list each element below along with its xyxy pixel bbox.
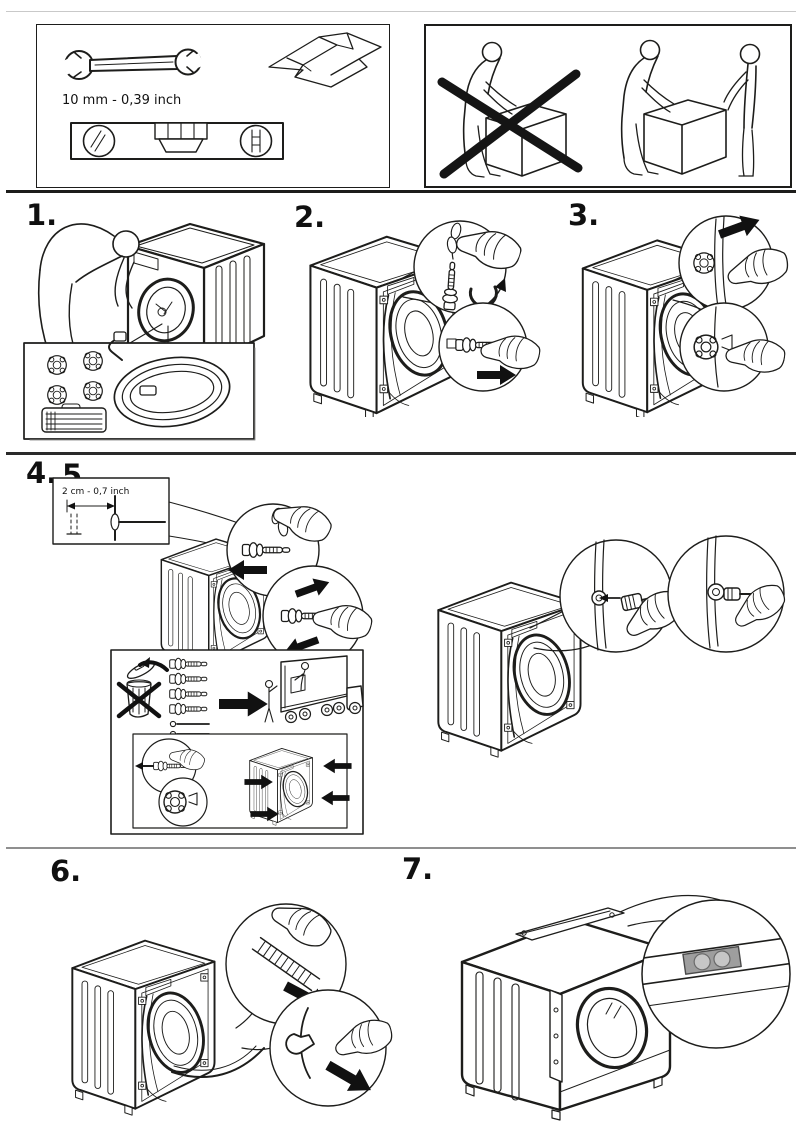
drain-hose-inner — [173, 1045, 257, 1071]
keep-bolts-box — [110, 649, 364, 835]
wrench-size-label: 10 mm - 0,39 inch — [62, 93, 182, 108]
two-person-lift-icon — [620, 39, 761, 177]
tools-panel: 10 mm - 0,39 inch — [36, 24, 390, 188]
step-4-5-illustration: 2 cm - 0,7 inch — [52, 477, 376, 835]
page-top-rule — [6, 11, 796, 12]
section-divider-2 — [6, 452, 796, 455]
step-6-illustration — [70, 892, 397, 1117]
step-4-label: 4. — [26, 456, 58, 490]
wrench-icon — [60, 48, 205, 80]
washer-front-with-brackets — [460, 907, 672, 1121]
truck-icon — [264, 655, 364, 724]
step-2-label: 2. — [294, 200, 326, 234]
bolt-cap — [83, 351, 103, 371]
step-1-label: 1. — [26, 198, 58, 232]
spirit-level-vial — [693, 953, 711, 971]
drain-hose — [171, 1047, 265, 1079]
callout-unscrew-bolt — [413, 220, 526, 314]
bolt-cap — [83, 381, 103, 401]
bolt-cap — [47, 385, 67, 405]
callout-leader — [129, 323, 169, 344]
step-7-label: 7. — [402, 852, 434, 886]
washer-rear-illustration — [436, 581, 582, 759]
prohibited-x-mark — [437, 69, 583, 179]
section-divider-1 — [6, 190, 796, 193]
refit-bolts-inner-box — [132, 733, 352, 829]
spirit-level-vial — [713, 950, 731, 968]
callout-insert-cap-bottom — [679, 302, 788, 392]
step-2-illustration — [308, 220, 543, 417]
lifting-illustration — [437, 39, 761, 179]
callout-hose-connected — [667, 535, 791, 653]
step-3-illustration — [581, 208, 792, 417]
callout-hose-clip — [269, 989, 397, 1107]
step-7-illustration — [460, 894, 795, 1121]
bolt-hole-cap — [693, 252, 715, 274]
inlet-hose-coil — [113, 356, 231, 428]
tools-illustration — [60, 32, 382, 160]
washer-front-illustration — [126, 222, 266, 378]
wall-gap-detail-box: 2 cm - 0,7 inch — [52, 477, 170, 545]
hose-nut — [113, 331, 127, 342]
step-1-illustration — [23, 222, 266, 441]
accessory-tray — [41, 403, 107, 433]
callout-spirit-level-check — [636, 899, 795, 1049]
washer-rear-illustration — [70, 939, 216, 1117]
step-5-illustration — [436, 535, 791, 759]
do-not-discard-icon — [116, 657, 169, 719]
hose-guide-icon — [268, 32, 382, 88]
spirit-level-icon — [70, 122, 284, 160]
wall-gap-label: 2 cm - 0,7 inch — [62, 487, 129, 497]
bolt-in-hole — [163, 790, 187, 814]
lifting-warning-panel — [424, 24, 792, 188]
hose-elbow-fitting — [108, 335, 123, 361]
section-divider-3 — [6, 847, 796, 849]
callout-pull-bolt — [438, 302, 543, 392]
callout-insert-cap-top — [678, 208, 792, 311]
bolt-cap — [47, 355, 67, 375]
step-6-label: 6. — [50, 854, 82, 888]
bolt-hole-cap — [693, 334, 719, 360]
accessory-kit-box — [23, 331, 256, 441]
callout-screw-hose-to-tap — [559, 539, 689, 653]
step-3-label: 3. — [568, 198, 600, 232]
hose-end-fitting — [139, 385, 157, 396]
